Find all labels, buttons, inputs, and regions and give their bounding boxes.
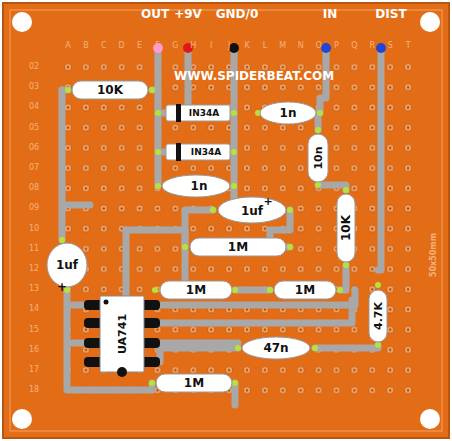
part-label: 50x50mm <box>430 233 438 277</box>
grid-index: 06 <box>29 144 39 152</box>
part-label: 1n <box>191 180 208 192</box>
grid-index: 10 <box>29 225 39 233</box>
part-label: +9V <box>174 8 202 20</box>
grid-index: 17 <box>29 366 39 374</box>
grid-index: 15 <box>29 326 39 334</box>
grid-index: M <box>279 42 286 50</box>
grid-index: 16 <box>29 346 39 354</box>
part-label: 10n <box>313 146 324 169</box>
part-label: 1M <box>295 284 315 296</box>
part-label: WWW.SPIDERBEAT.COM <box>174 70 334 82</box>
part-label: + <box>57 281 67 293</box>
grid-index: G <box>172 42 178 50</box>
grid-index: 11 <box>29 245 39 253</box>
grid-index: N <box>298 42 304 50</box>
grid-index: I <box>210 42 212 50</box>
grid-index: C <box>101 42 107 50</box>
grid-index: B <box>83 42 89 50</box>
grid-index: Q <box>351 42 357 50</box>
grid-index: 02 <box>29 63 39 71</box>
grid-index: 09 <box>29 204 39 212</box>
grid-index: O <box>315 42 321 50</box>
grid-index: 05 <box>29 124 39 132</box>
grid-index: H <box>190 42 196 50</box>
grid-index: 18 <box>29 386 39 394</box>
grid-index: 03 <box>29 83 39 91</box>
part-label: 4.7K <box>373 302 384 330</box>
part-label: IN <box>323 8 338 20</box>
part-label: 47n <box>263 342 288 354</box>
grid-index: A <box>65 42 70 50</box>
grid-index: 13 <box>29 285 39 293</box>
part-label: GND/0 <box>216 8 259 20</box>
part-label: 1M <box>228 241 248 253</box>
part-label: IN34A <box>189 109 219 118</box>
part-label: 1M <box>186 284 206 296</box>
grid-index: 14 <box>29 305 39 313</box>
part-label: 1M <box>184 377 204 389</box>
grid-index: E <box>137 42 142 50</box>
grid-index: R <box>370 42 376 50</box>
grid-index: 12 <box>29 265 39 273</box>
part-label: 10K <box>97 84 123 96</box>
grid-index: 04 <box>29 103 39 111</box>
grid-index: T <box>406 42 411 50</box>
grid-index: F <box>155 42 160 50</box>
grid-index: 07 <box>29 164 39 172</box>
part-label: DIST <box>375 8 406 20</box>
part-label: OUT <box>141 8 169 20</box>
part-label: 1uf <box>56 259 78 271</box>
part-label: + <box>263 196 272 207</box>
grid-index: P <box>334 42 339 50</box>
part-label: UA741 <box>117 314 128 354</box>
grid-index: K <box>244 42 249 50</box>
grid-index: S <box>388 42 393 50</box>
part-label: 10K <box>340 215 352 241</box>
part-label: IN34A <box>191 148 221 157</box>
grid-index: J <box>228 42 230 50</box>
grid-index: D <box>119 42 125 50</box>
grid-index: 08 <box>29 184 39 192</box>
part-label: 1uf <box>241 205 263 217</box>
grid-index: L <box>263 42 267 50</box>
part-label: 1n <box>280 107 297 119</box>
